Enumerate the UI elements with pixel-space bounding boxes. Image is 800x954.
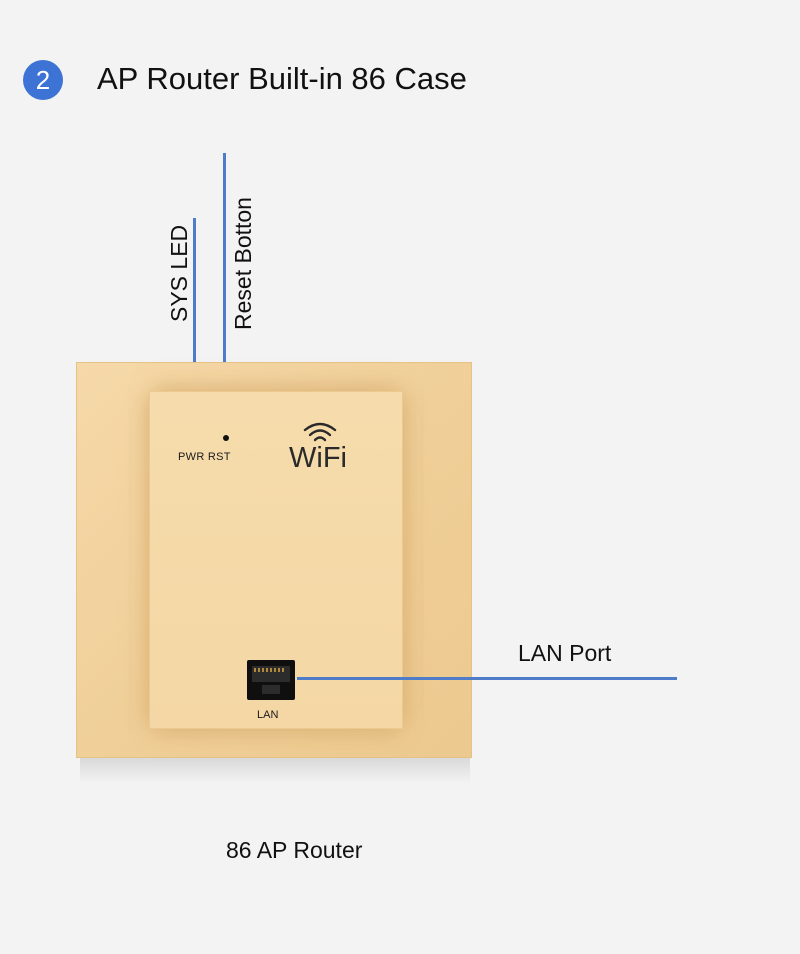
sys-led-callout-line xyxy=(193,218,196,435)
reset-button-label: Reset Botton xyxy=(230,197,256,330)
header: 2 AP Router Built-in 86 Case xyxy=(23,59,763,101)
lan-port-label: LAN Port xyxy=(518,640,612,666)
ethernet-port-icon xyxy=(247,660,295,700)
page-title: AP Router Built-in 86 Case xyxy=(97,61,467,96)
sys-led-label: SYS LED xyxy=(166,224,192,322)
lan-port-callout-line xyxy=(297,677,677,680)
wifi-icon xyxy=(303,422,337,442)
indicator-labels: PWR RST xyxy=(178,451,231,463)
reset-button-callout-line xyxy=(223,153,226,430)
lan-port-marking: LAN xyxy=(257,709,279,721)
step-badge: 2 xyxy=(23,60,63,100)
wall-plate-panel: PWR RST WiFi LAN xyxy=(149,391,403,729)
reset-pinhole xyxy=(223,435,229,441)
wall-plate-frame: PWR RST WiFi LAN xyxy=(76,362,472,758)
wifi-logo-text: WiFi xyxy=(289,442,347,474)
device-shadow xyxy=(80,756,470,784)
device-caption: 86 AP Router xyxy=(226,837,363,863)
